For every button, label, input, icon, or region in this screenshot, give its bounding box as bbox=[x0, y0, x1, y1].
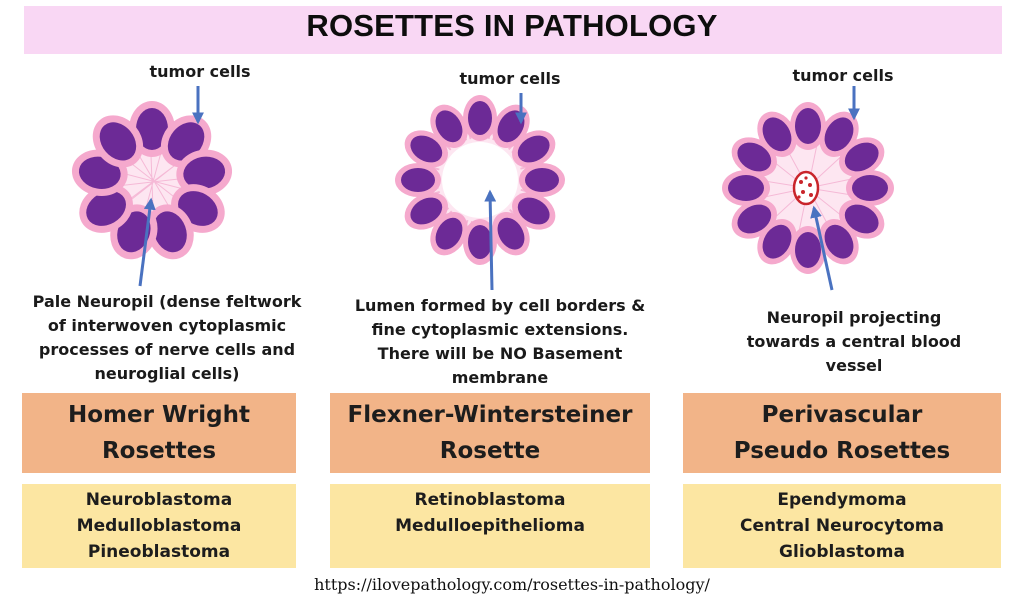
source-url: https://ilovepathology.com/rosettes-in-p… bbox=[314, 575, 710, 594]
page-title: ROSETTES IN PATHOLOGY bbox=[306, 8, 718, 43]
tumor-cells-label: tumor cells bbox=[792, 66, 894, 85]
disease-list: Ependymoma Central Neurocytoma Glioblast… bbox=[740, 490, 944, 562]
flexner-wintersteiner-rosette bbox=[395, 93, 565, 291]
disease-list: Neuroblastoma Medulloblastoma Pineoblast… bbox=[76, 490, 242, 562]
rosette-name: Flexner-Wintersteiner Rosette bbox=[347, 402, 633, 464]
rosette-name: Perivascular Pseudo Rosettes bbox=[733, 402, 951, 464]
lumen-arrow bbox=[484, 189, 497, 291]
flexner-wintersteiner-name-box: Flexner-Wintersteiner Rosette bbox=[330, 393, 650, 473]
tumor-cells-ring bbox=[722, 102, 894, 274]
vessel-arrow bbox=[810, 205, 834, 291]
lumen-annotation: Lumen formed by cell borders & fine cyto… bbox=[354, 296, 646, 387]
tumor-cells-ring bbox=[71, 101, 233, 260]
neuropil-arrow bbox=[138, 197, 156, 287]
disease-list: Retinoblastoma Medulloepithelioma bbox=[395, 490, 585, 536]
blood-vessel bbox=[792, 170, 820, 206]
rosette-name: Homer Wright Rosettes bbox=[68, 402, 250, 464]
perivascular-name-box: Perivascular Pseudo Rosettes bbox=[683, 393, 1001, 473]
tumor-cells-label: tumor cells bbox=[149, 62, 251, 81]
flexner-wintersteiner-diseases-box: Retinoblastoma Medulloepithelioma bbox=[330, 484, 650, 568]
homer-wright-name-box: Homer Wright Rosettes bbox=[22, 393, 296, 473]
perivascular-pseudo-rosette bbox=[722, 86, 894, 291]
title-banner bbox=[24, 6, 1002, 54]
perivascular-diseases-box: Ependymoma Central Neurocytoma Glioblast… bbox=[683, 484, 1001, 568]
vessel-annotation: Neuropil projecting towards a central bl… bbox=[746, 308, 962, 375]
homer-wright-rosette bbox=[71, 86, 233, 287]
neuropil-annotation: Pale Neuropil (dense feltwork of interwo… bbox=[32, 292, 302, 383]
tumor-cells-label: tumor cells bbox=[459, 69, 561, 88]
homer-wright-diseases-box: Neuroblastoma Medulloblastoma Pineoblast… bbox=[22, 484, 296, 568]
